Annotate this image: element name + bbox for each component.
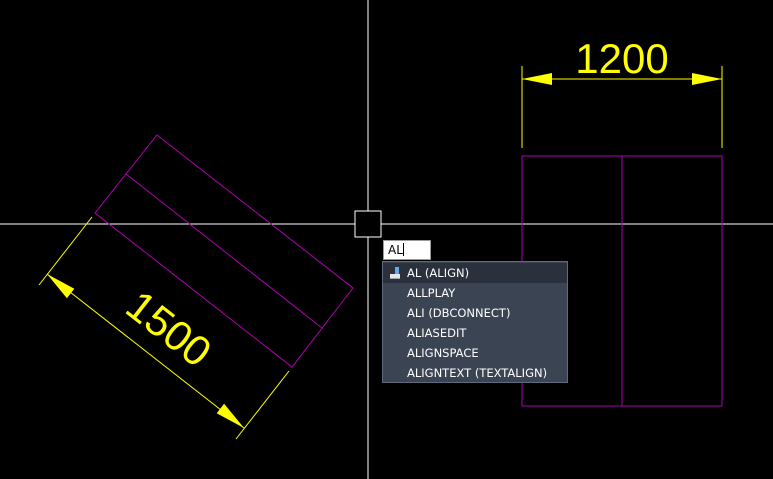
suggestion-ali-dbconnect[interactable]: ALI (DBCONNECT) [383,303,567,323]
suggestion-aligntext[interactable]: ALIGNTEXT (TEXTALIGN) [383,363,567,383]
suggestion-allplay[interactable]: ALLPLAY [383,283,567,303]
suggestion-alignspace[interactable]: ALIGNSPACE [383,343,567,363]
dimension-1500-arrow-left [47,274,75,299]
rotated-rectangle[interactable] [94,134,354,368]
suggestion-label: ALIASEDIT [407,326,467,340]
dimension-1200-arrow-right [692,73,722,85]
suggestion-label: ALI (DBCONNECT) [407,306,511,320]
dimension-1500-extension-left [38,216,93,286]
text-caret [402,243,404,256]
dimension-1200[interactable]: 1200 [521,35,723,148]
suggestion-align[interactable]: AL (ALIGN) [383,263,567,283]
command-input[interactable]: AL [383,240,431,260]
command-suggestion-list[interactable]: AL (ALIGN) ALLPLAY ALI (DBCONNECT) ALIAS… [382,261,568,383]
align-command-icon [390,267,400,279]
dimension-1500-extension-right [235,370,290,440]
rotated-rectangle-divider[interactable] [125,173,323,329]
dimension-1500-arrow-right [216,403,244,428]
dimension-1200-text: 1200 [575,35,668,82]
command-input-text: AL [388,243,403,257]
crosshair-pickbox [354,210,382,238]
dimension-1200-arrow-left [522,73,552,85]
suggestion-label: AL (ALIGN) [407,266,470,280]
suggestion-aliasedit[interactable]: ALIASEDIT [383,323,567,343]
suggestion-label: ALIGNSPACE [407,346,479,360]
suggestion-label: ALLPLAY [407,286,456,300]
suggestion-label: ALIGNTEXT (TEXTALIGN) [407,366,548,380]
dimension-1500-text: 1500 [118,281,221,376]
dimension-1500[interactable]: 1500 [38,216,290,440]
dimension-1500-line [46,273,245,429]
